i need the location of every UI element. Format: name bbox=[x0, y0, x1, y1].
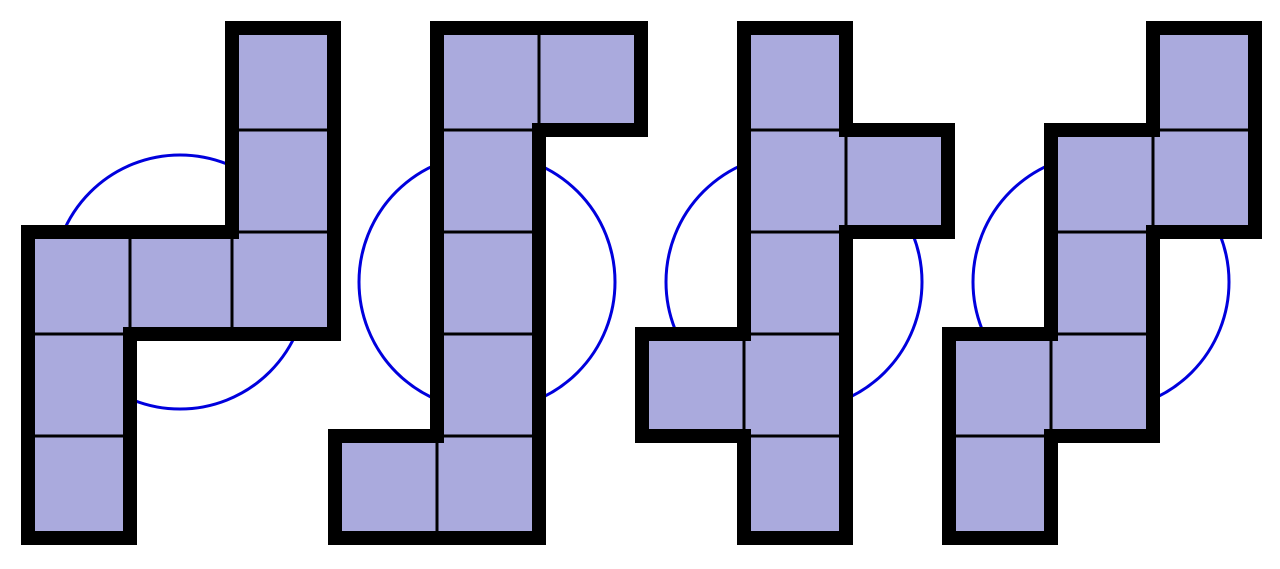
figure-4-outline bbox=[942, 21, 1262, 545]
tile-cell bbox=[844, 128, 950, 234]
tile-cell bbox=[742, 332, 848, 438]
figure-3-cells bbox=[640, 26, 950, 540]
figure-3-outline bbox=[635, 21, 955, 545]
tile-cell bbox=[1151, 26, 1257, 132]
figure-1-cells bbox=[26, 26, 336, 540]
tile-cell bbox=[537, 26, 643, 132]
tile-cell bbox=[947, 332, 1053, 438]
tile-cell bbox=[26, 230, 132, 336]
tile-cell bbox=[230, 26, 336, 132]
tile-cell bbox=[230, 230, 336, 336]
figure-3 bbox=[635, 21, 955, 545]
tile-cell bbox=[26, 434, 132, 540]
tile-cell bbox=[947, 434, 1053, 540]
tile-cell bbox=[333, 434, 439, 540]
tile-cell bbox=[128, 230, 234, 336]
tile-cell bbox=[1151, 128, 1257, 234]
figure-2-cells bbox=[333, 26, 643, 540]
tile-cell bbox=[435, 128, 541, 234]
tile-cell bbox=[742, 434, 848, 540]
figure-4-cells bbox=[947, 26, 1257, 540]
tile-cell bbox=[435, 26, 541, 132]
tile-cell bbox=[230, 128, 336, 234]
figure-1 bbox=[21, 21, 341, 545]
figure-4 bbox=[942, 21, 1262, 545]
tile-cell bbox=[435, 332, 541, 438]
tile-cell bbox=[742, 128, 848, 234]
figure-2-outline bbox=[328, 21, 648, 545]
figure-2 bbox=[328, 21, 648, 545]
tile-cell bbox=[26, 332, 132, 438]
tile-cell bbox=[742, 26, 848, 132]
tile-cell bbox=[1049, 230, 1155, 336]
tile-cell bbox=[435, 434, 541, 540]
tile-cell bbox=[742, 230, 848, 336]
tile-cell bbox=[435, 230, 541, 336]
tile-cell bbox=[1049, 128, 1155, 234]
tile-cell bbox=[640, 332, 746, 438]
tile-cell bbox=[1049, 332, 1155, 438]
figure-1-outline bbox=[21, 21, 341, 545]
